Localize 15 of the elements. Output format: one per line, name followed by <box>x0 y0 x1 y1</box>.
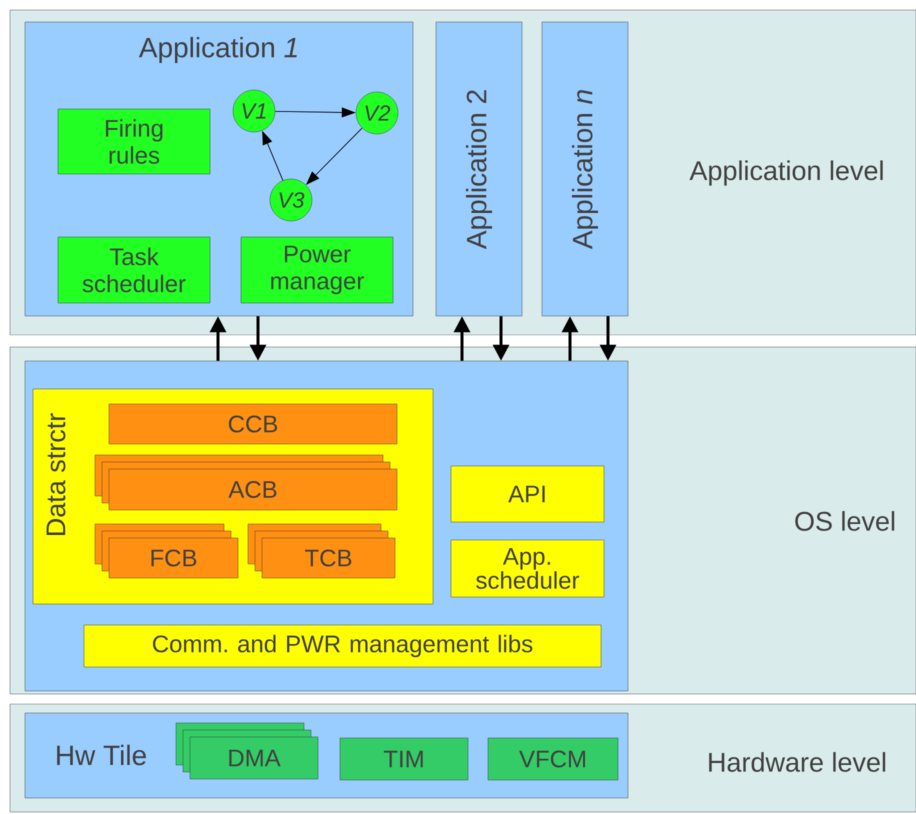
control-block-box: CCB <box>108 404 398 444</box>
service-box: App. scheduler <box>450 540 604 598</box>
hardware-block-box: TIM <box>340 738 468 780</box>
application-box: Application n <box>542 22 628 316</box>
stacked-box: FCB <box>94 524 238 578</box>
hardware-block-box: VFCM <box>488 738 618 780</box>
service-box: Comm. and PWR management libs <box>84 624 602 668</box>
module-box: Task scheduler <box>58 236 210 304</box>
module-box: Power manager <box>240 236 394 304</box>
service-box: API <box>450 466 604 522</box>
stacked-box: TCB <box>248 524 396 578</box>
module-box: Firing rules <box>58 108 210 174</box>
stacked-box: DMA <box>176 722 318 780</box>
application-box: Application 2 <box>436 22 522 316</box>
stacked-box: ACB <box>94 454 398 510</box>
